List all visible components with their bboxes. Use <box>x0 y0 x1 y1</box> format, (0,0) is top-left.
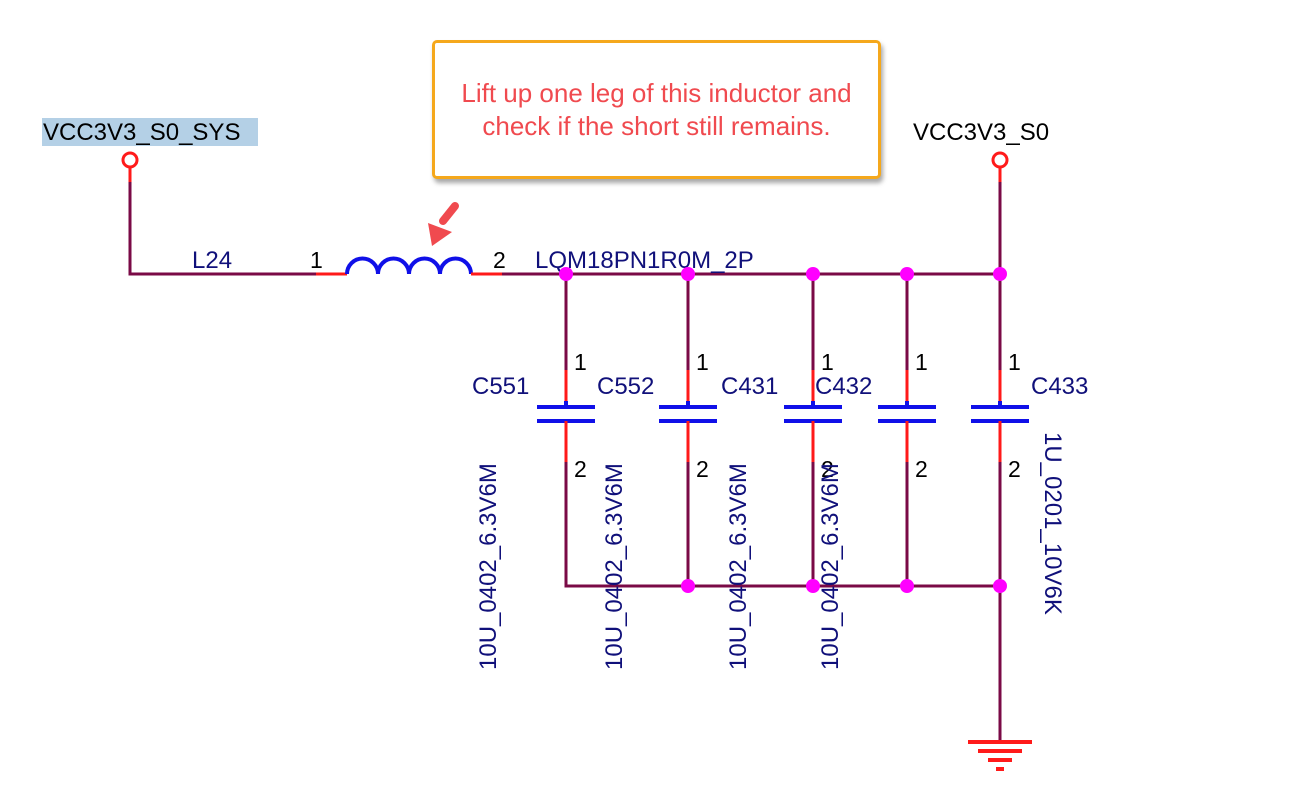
inductor-l24[interactable]: L24 1 2 LQM18PN1R0M_2P <box>192 247 754 276</box>
inductor-value: LQM18PN1R0M_2P <box>535 247 754 274</box>
capacitor-ref: C551 <box>472 373 529 400</box>
inductor-pin2: 2 <box>493 247 506 273</box>
junction-dot <box>806 579 820 593</box>
capacitor-value: 1U_0201_10V6K <box>1039 432 1066 615</box>
inductor-pin1: 1 <box>310 247 323 273</box>
junction-dot <box>993 267 1007 281</box>
junction-dot <box>559 267 573 281</box>
capacitor-value: 10U_0402_6.3V6M <box>601 463 628 670</box>
capacitor-value: 10U_0402_6.3V6M <box>475 463 502 670</box>
wires <box>128 182 1002 740</box>
capacitor-value: 10U_0402_6.3V6M <box>725 463 752 670</box>
ground-symbol <box>968 740 1032 771</box>
capacitor-c431[interactable]: 1 2 C431 10U_0402_6.3V6M <box>721 349 842 670</box>
annotation-callout: Lift up one leg of this inductor and che… <box>432 40 881 179</box>
capacitor-pin1: 1 <box>1008 349 1021 375</box>
junction-dot <box>993 579 1007 593</box>
capacitors: 12C55110U_0402_6.3V6M12C55210U_0402_6.3V… <box>472 349 1088 670</box>
capacitor-c551[interactable]: 1 2 C551 10U_0402_6.3V6M <box>472 349 595 670</box>
capacitor-ref: C552 <box>597 373 654 400</box>
inductor-coil-icon <box>345 256 473 275</box>
net-label-vcc3v3-s0-sys[interactable]: VCC3V3_S0_SYS <box>43 119 240 146</box>
capacitor-pin1: 1 <box>696 349 709 375</box>
annotation-arrow <box>428 202 459 246</box>
power-port-right[interactable] <box>991 151 1009 182</box>
capacitor-pin2: 2 <box>821 456 834 482</box>
capacitor-c433[interactable]: 1 2 C433 1U_0201_10V6K <box>971 349 1088 615</box>
capacitor-value: 10U_0402_6.3V6M <box>817 463 844 670</box>
power-port-left[interactable] <box>121 151 139 182</box>
capacitor-pin2: 2 <box>574 456 587 482</box>
net-label-highlight <box>42 118 258 146</box>
capacitor-ref: C431 <box>721 373 778 400</box>
capacitor-pin2: 2 <box>696 456 709 482</box>
capacitor-pin2: 2 <box>1008 456 1021 482</box>
capacitor-pin1: 1 <box>915 349 928 375</box>
net-label-vcc3v3-s0[interactable]: VCC3V3_S0 <box>913 119 1049 146</box>
junctions <box>559 267 1007 593</box>
junction-dot <box>681 579 695 593</box>
junction-dot <box>806 267 820 281</box>
arrow-icon <box>439 202 459 225</box>
junction-dot <box>681 267 695 281</box>
power-port-circle-icon <box>991 151 1009 169</box>
inductor-ref: L24 <box>192 247 232 274</box>
capacitor-c552[interactable]: 1 2 C552 10U_0402_6.3V6M <box>597 349 717 670</box>
capacitor-ref: C433 <box>1031 373 1088 400</box>
capacitor-pin1: 1 <box>574 349 587 375</box>
junction-dot <box>900 267 914 281</box>
capacitor-pin1: 1 <box>821 349 834 375</box>
capacitor-c432[interactable]: C432 10U_0402_6.3V6M <box>815 373 872 670</box>
power-port-circle-icon <box>121 151 139 169</box>
capacitor-ref: C432 <box>815 373 872 400</box>
capacitor-pin2: 2 <box>915 456 928 482</box>
annotation-text: Lift up one leg of this inductor and che… <box>461 77 852 141</box>
junction-dot <box>900 579 914 593</box>
capacitor-unlabeled[interactable]: 12 <box>878 349 936 482</box>
